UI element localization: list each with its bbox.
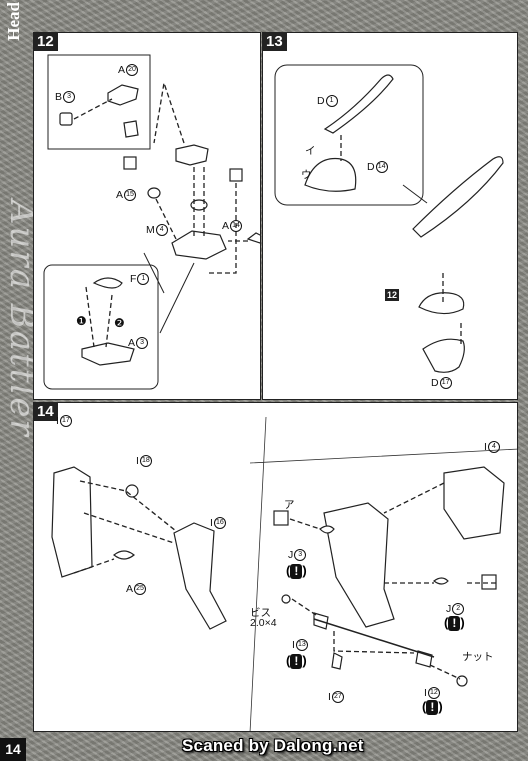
scan-credit: Scaned by Dalong.net bbox=[182, 736, 364, 755]
caution-mark-j3: (!) bbox=[286, 563, 307, 579]
page-number: 14 bbox=[0, 738, 26, 761]
assembly-ref-12: 12 bbox=[385, 289, 400, 301]
watermark-text: Aura Battler bbox=[2, 200, 42, 438]
step-number: 13 bbox=[263, 33, 287, 51]
step-14-diagram bbox=[51, 416, 517, 731]
order-marker-2: ❷ bbox=[114, 316, 125, 330]
step-number: 12 bbox=[34, 33, 58, 51]
nut-label: ナット bbox=[462, 651, 494, 663]
step-12-diagram bbox=[43, 54, 260, 390]
screw-label: ビス bbox=[250, 607, 271, 619]
tab-label-i: イ bbox=[305, 145, 316, 157]
step-number: 14 bbox=[34, 403, 58, 421]
step-13-diagram bbox=[274, 64, 504, 373]
tab-label-u: ウ bbox=[301, 169, 312, 181]
caution-mark-i12: (!) bbox=[422, 699, 443, 715]
order-marker-1: ❶ bbox=[76, 314, 87, 328]
section-title: Head bbox=[4, 2, 23, 41]
tab-label-a: ア bbox=[284, 499, 295, 511]
step-14-panel: 14 bbox=[33, 402, 518, 732]
caution-mark-j2: (!) bbox=[444, 615, 465, 631]
caution-mark-i13: (!) bbox=[286, 653, 307, 669]
screw-size: 2.0×4 bbox=[250, 617, 277, 629]
